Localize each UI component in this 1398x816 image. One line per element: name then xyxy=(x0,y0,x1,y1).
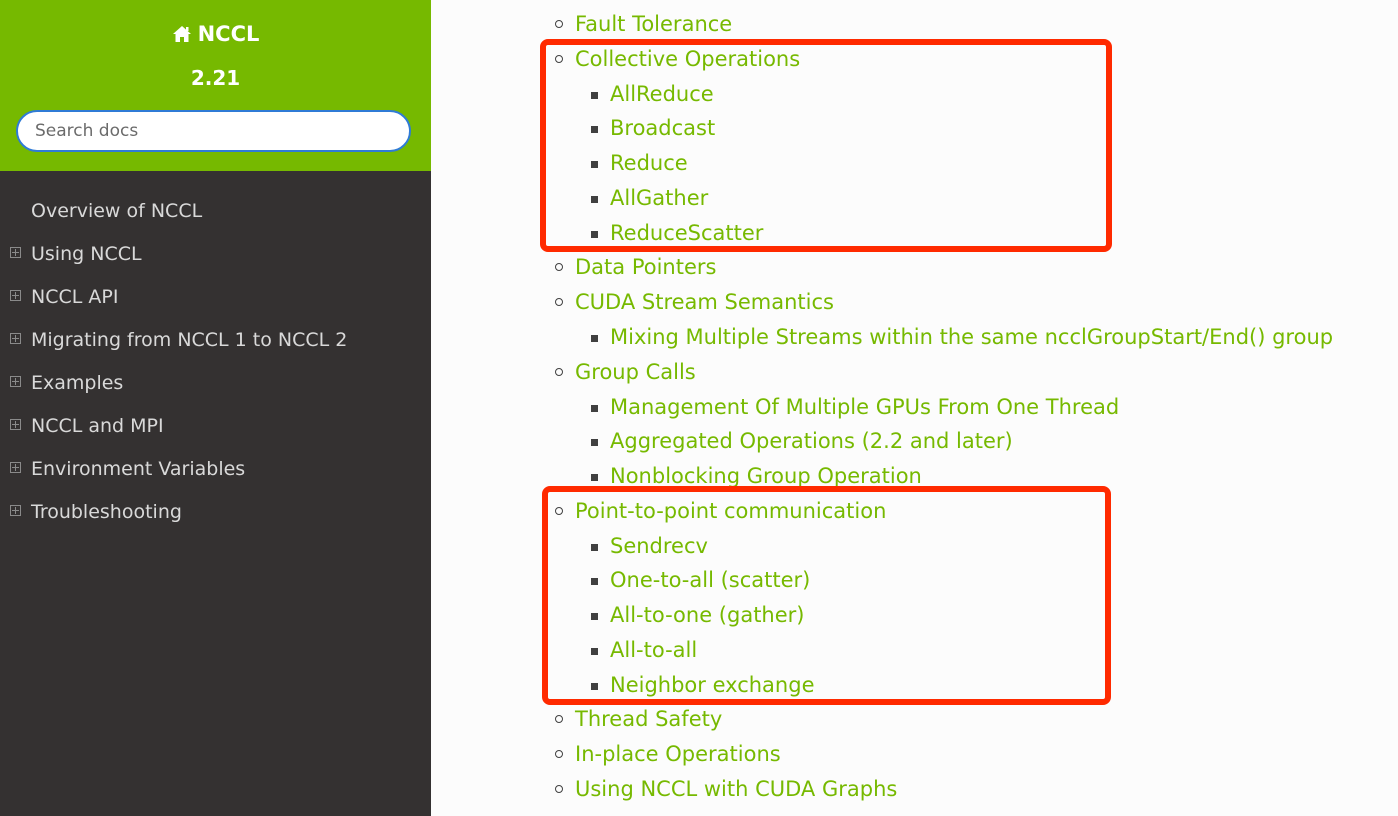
circle-bullet-icon xyxy=(555,263,563,272)
sidebar-item[interactable]: Overview of NCCL xyxy=(0,190,431,233)
square-bullet-icon xyxy=(591,91,598,99)
sidebar-item-label: Troubleshooting xyxy=(31,501,182,523)
sidebar-header: NCCL 2.21 xyxy=(0,0,431,171)
sidebar-item-label: Environment Variables xyxy=(31,458,246,480)
expand-icon[interactable] xyxy=(10,462,21,473)
circle-bullet-icon xyxy=(555,506,563,515)
square-bullet-icon xyxy=(591,543,598,551)
toc-link[interactable]: Management Of Multiple GPUs From One Thr… xyxy=(610,394,1120,419)
sidebar-item-label: Overview of NCCL xyxy=(31,200,203,222)
search-input[interactable] xyxy=(16,110,411,152)
square-bullet-icon xyxy=(591,578,598,586)
expand-icon[interactable] xyxy=(10,419,21,430)
toc-link[interactable]: AllGather xyxy=(610,185,709,210)
square-bullet-icon xyxy=(591,647,598,655)
square-bullet-icon xyxy=(591,474,598,481)
toc-link[interactable]: Nonblocking Group Operation xyxy=(610,464,922,488)
circle-bullet-icon xyxy=(555,750,563,759)
square-bullet-icon xyxy=(591,613,598,621)
circle-bullet-icon xyxy=(555,298,563,307)
toc-link[interactable]: Point-to-point communication xyxy=(575,498,887,523)
sidebar-item[interactable]: Using NCCL xyxy=(0,233,431,276)
toc-link[interactable]: Using NCCL with CUDA Graphs xyxy=(575,776,898,801)
toc-link[interactable]: CUDA Stream Semantics xyxy=(575,290,834,315)
sidebar-item[interactable]: Migrating from NCCL 1 to NCCL 2 xyxy=(0,319,431,362)
expand-icon[interactable] xyxy=(10,247,21,258)
square-bullet-icon xyxy=(591,682,598,690)
sidebar-item-label: NCCL API xyxy=(31,286,119,308)
sidebar-item[interactable]: NCCL API xyxy=(0,276,431,319)
circle-bullet-icon xyxy=(555,54,563,63)
square-bullet-icon xyxy=(591,439,598,447)
toc-link[interactable]: ReduceScatter xyxy=(610,220,764,245)
toc-link[interactable]: Thread Safety xyxy=(575,707,723,732)
sidebar-item-label: Examples xyxy=(31,372,124,394)
sidebar: NCCL 2.21 Overview of NCCL Using NCCL NCCL… xyxy=(0,0,431,816)
sidebar-item[interactable]: Environment Variables xyxy=(0,448,431,491)
sidebar-item[interactable]: Examples xyxy=(0,362,431,405)
square-bullet-icon xyxy=(591,404,598,412)
toc-link[interactable]: AllReduce xyxy=(610,81,714,106)
circle-bullet-icon xyxy=(555,715,563,724)
version-label: 2.21 xyxy=(190,66,241,90)
square-bullet-icon xyxy=(591,195,598,203)
toc-link[interactable]: Collective Operations xyxy=(575,46,801,71)
toc-link[interactable]: Broadcast xyxy=(610,116,716,141)
toc-link[interactable]: All-to-all xyxy=(610,637,698,662)
sidebar-item[interactable]: NCCL and MPI xyxy=(0,405,431,448)
toc-link[interactable]: Neighbor exchange xyxy=(610,672,815,697)
toc-link[interactable]: Reduce xyxy=(610,151,688,176)
toc-link[interactable]: Sendrecv xyxy=(610,533,708,558)
square-bullet-icon xyxy=(591,161,598,169)
sidebar-nav: Overview of NCCL Using NCCL NCCL API Migrat… xyxy=(0,190,431,534)
sidebar-item-label: Migrating from NCCL 1 to NCCL 2 xyxy=(31,329,348,351)
expand-icon[interactable] xyxy=(10,333,21,344)
expand-icon[interactable] xyxy=(10,376,21,387)
circle-bullet-icon xyxy=(555,20,563,28)
square-bullet-icon xyxy=(591,230,598,238)
square-bullet-icon xyxy=(591,334,598,342)
toc-link[interactable]: Group Calls xyxy=(575,359,696,384)
home-icon xyxy=(172,26,191,42)
expand-icon[interactable] xyxy=(10,505,21,516)
toc-link[interactable]: Fault Tolerance xyxy=(575,12,733,36)
circle-bullet-icon xyxy=(555,367,563,376)
circle-bullet-icon xyxy=(555,784,563,793)
sidebar-item-label: NCCL and MPI xyxy=(31,415,164,437)
sidebar-item[interactable]: Troubleshooting xyxy=(0,491,431,534)
toc-link[interactable]: One-to-all (scatter) xyxy=(610,568,811,593)
toc-link[interactable]: All-to-one (gather) xyxy=(610,603,805,628)
expand-icon[interactable] xyxy=(10,290,21,301)
project-link[interactable]: NCCL xyxy=(0,22,431,46)
toc-link[interactable]: Aggregated Operations (2.2 and later) xyxy=(610,429,1013,454)
toc-link[interactable]: Data Pointers xyxy=(575,255,717,280)
project-name: NCCL xyxy=(197,22,260,46)
toc-link[interactable]: Mixing Multiple Streams within the same … xyxy=(610,324,1334,349)
toc-link[interactable]: In-place Operations xyxy=(575,742,781,767)
square-bullet-icon xyxy=(591,126,598,134)
sidebar-item-label: Using NCCL xyxy=(31,243,142,265)
